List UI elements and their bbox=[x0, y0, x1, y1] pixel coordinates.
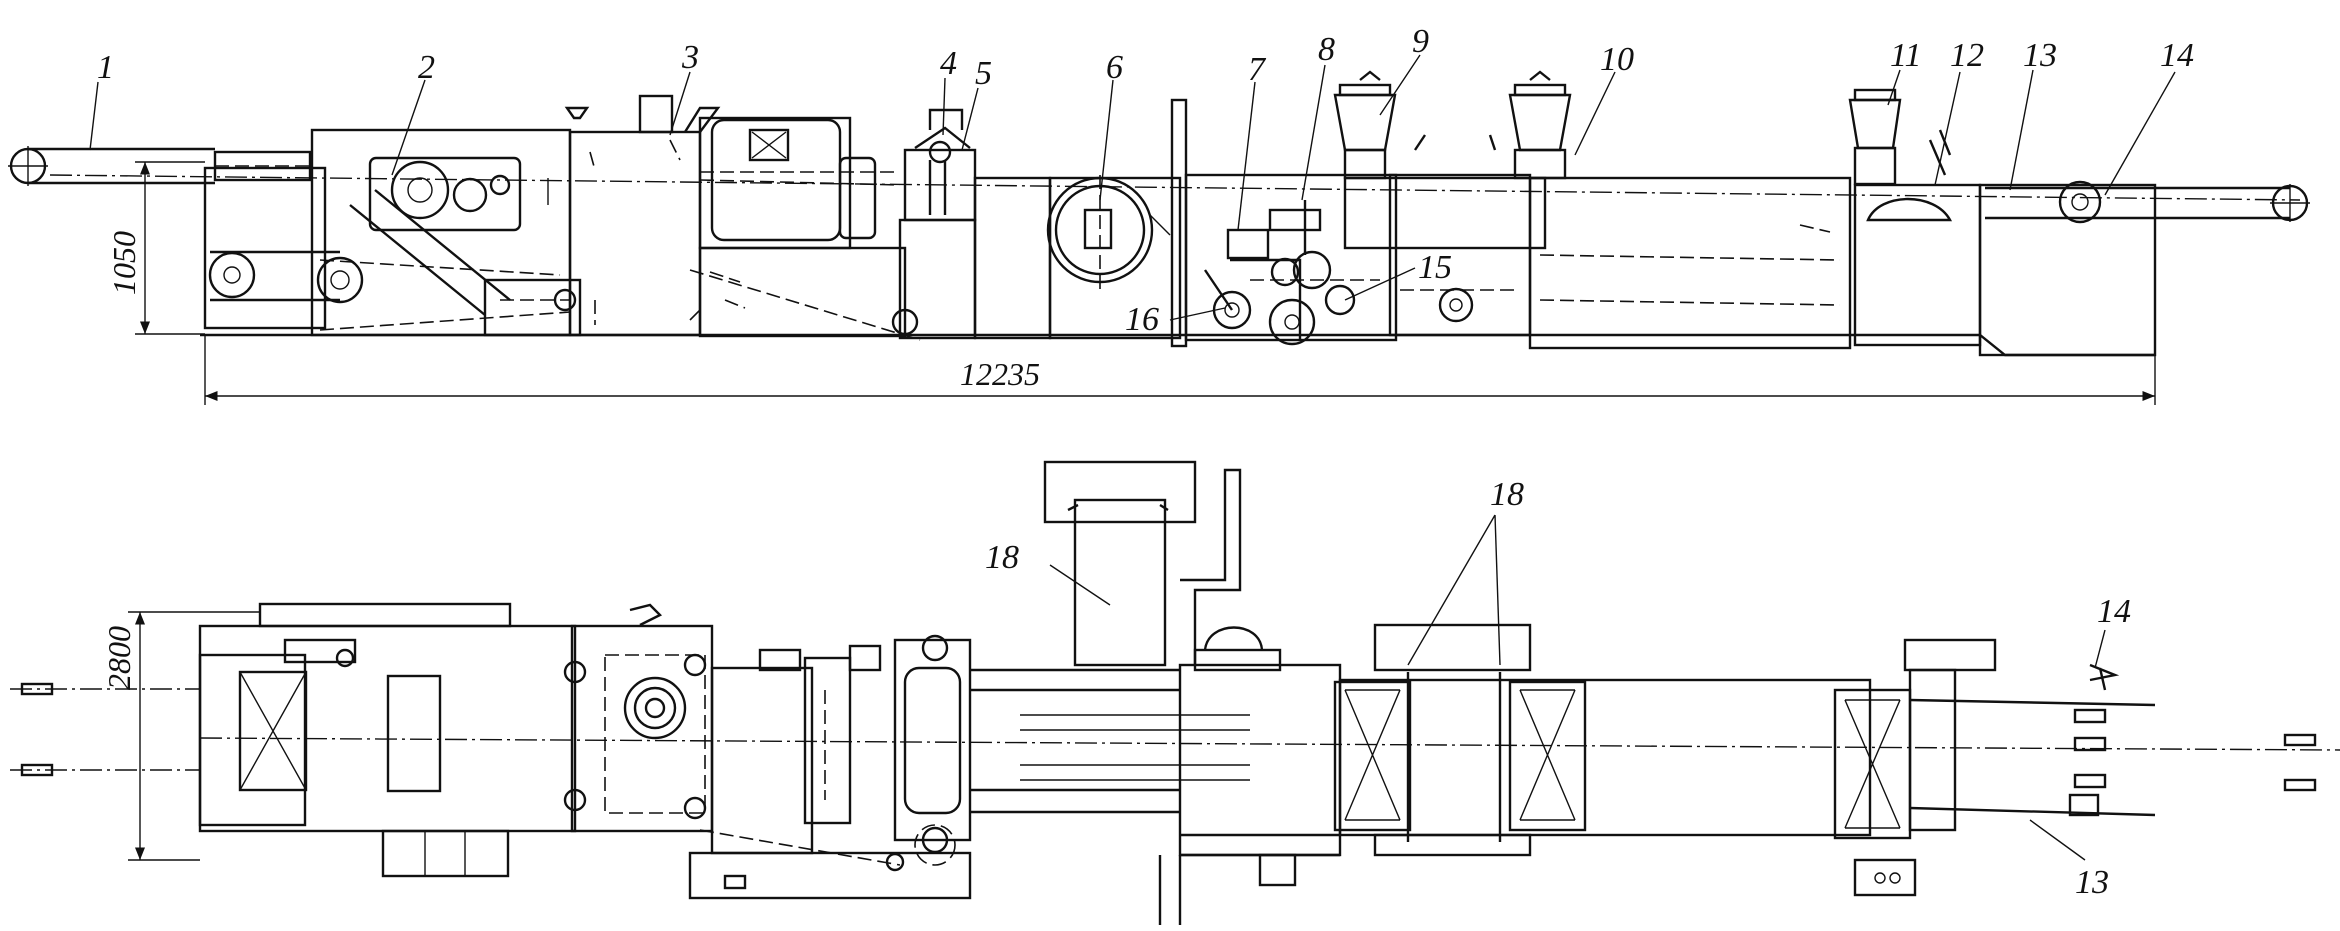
plan-unit-18-tower bbox=[1043, 460, 1282, 672]
main-housing bbox=[547, 94, 721, 337]
plan-center-frame bbox=[199, 623, 2340, 925]
callout-8: 8 bbox=[1318, 31, 1335, 68]
hopper-section bbox=[1333, 70, 1852, 350]
side-callout-leaders bbox=[89, 54, 2176, 321]
callout-9: 9 bbox=[1412, 23, 1429, 60]
outlet-section bbox=[1848, 88, 2157, 357]
callout-11: 11 bbox=[1890, 37, 1921, 74]
plan-view: 2800 18 18 14 13 bbox=[10, 460, 2340, 925]
callout-18-tower: 18 bbox=[985, 539, 1019, 576]
dim-height: 1050 bbox=[106, 231, 142, 295]
side-centerline bbox=[49, 174, 2301, 201]
callout-15: 15 bbox=[1418, 249, 1452, 286]
plan-main-housing bbox=[563, 603, 714, 833]
drum-unit bbox=[1046, 175, 1182, 340]
callout-5: 5 bbox=[975, 55, 992, 92]
callout-16: 16 bbox=[1125, 301, 1159, 338]
callout-6: 6 bbox=[1106, 49, 1123, 86]
plan-motor bbox=[688, 644, 972, 900]
callout-7: 7 bbox=[1248, 51, 1267, 88]
dim-width: 2800 bbox=[101, 626, 137, 690]
callout-13: 13 bbox=[2023, 37, 2057, 74]
plan-roller-frame bbox=[893, 634, 1250, 866]
callout-14: 14 bbox=[2160, 37, 2194, 74]
plan-infeed-housing bbox=[198, 602, 577, 878]
press-rollers bbox=[1184, 173, 1398, 346]
outfeed-conveyor bbox=[1985, 180, 2310, 224]
infeed-housing bbox=[203, 128, 582, 337]
side-baseline bbox=[200, 333, 2155, 357]
forming-upright bbox=[898, 108, 1052, 340]
callout-10: 10 bbox=[1600, 41, 1634, 78]
dim-length: 12235 bbox=[960, 356, 1040, 392]
callout-12: 12 bbox=[1950, 37, 1984, 74]
callout-3: 3 bbox=[681, 39, 699, 76]
plan-callout-leaders bbox=[1049, 514, 2106, 861]
callout-2: 2 bbox=[418, 49, 435, 86]
callout-1: 1 bbox=[97, 49, 114, 86]
callout-4: 4 bbox=[940, 45, 957, 82]
plan-left-pins bbox=[10, 682, 200, 777]
plan-outfeed bbox=[1853, 638, 2317, 897]
side-view: 1050 12235 1 2 3 bbox=[8, 23, 2310, 405]
infeed-conveyor bbox=[8, 146, 312, 186]
motor-box bbox=[689, 116, 921, 341]
callout-18-rollers: 18 bbox=[1490, 476, 1524, 513]
callout-13-plan: 13 bbox=[2075, 864, 2109, 901]
callout-14-plan: 14 bbox=[2097, 593, 2131, 630]
plan-callouts: 18 18 14 13 bbox=[985, 476, 2131, 901]
side-callouts: 1 2 3 4 5 6 7 8 9 10 11 12 13 14 15 16 bbox=[97, 23, 2194, 338]
